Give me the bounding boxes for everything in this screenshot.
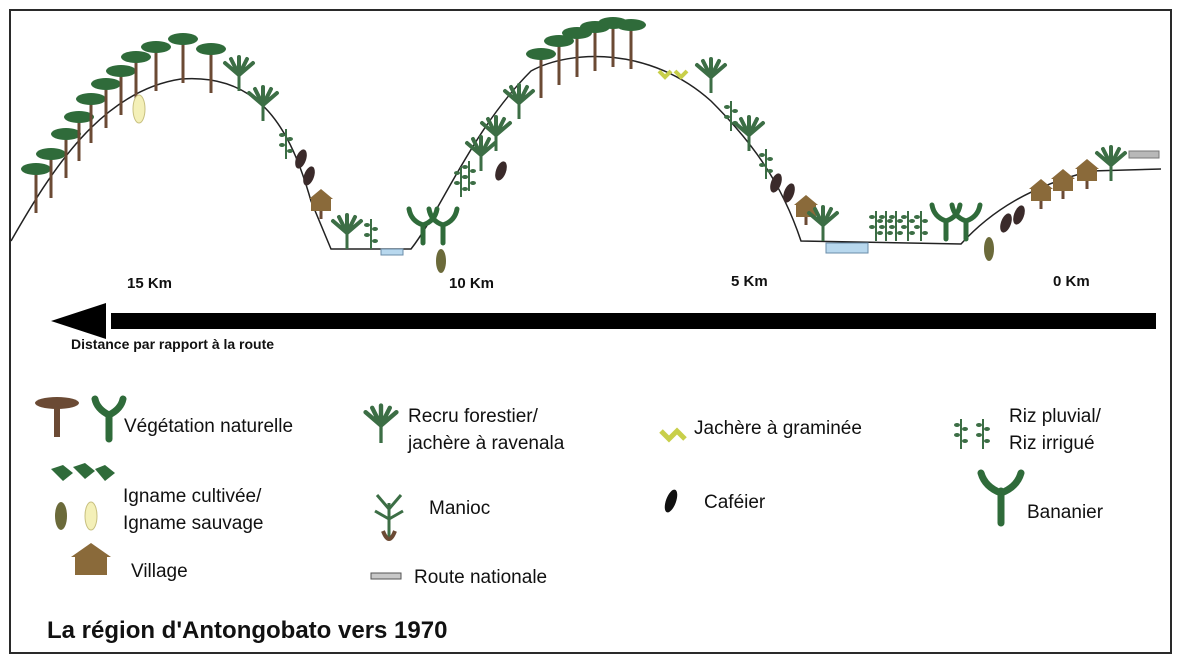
slope-2-crops bbox=[454, 85, 533, 197]
distance-15km: 15 Km bbox=[127, 275, 172, 292]
legend-bananier: Bananier bbox=[1027, 499, 1103, 526]
road-icon bbox=[371, 573, 401, 579]
distance-arrow bbox=[51, 303, 1156, 339]
legend-recru-2: jachère à ravenala bbox=[408, 430, 564, 457]
axis-label: Distance par rapport à la route bbox=[71, 336, 274, 352]
legend-igname-2: Igname sauvage bbox=[123, 510, 264, 537]
coffee-icon bbox=[662, 488, 680, 514]
legend-cafeier: Caféier bbox=[704, 489, 765, 516]
rice-irrigated-icon bbox=[976, 419, 990, 449]
legend-riz-2: Riz irrigué bbox=[1009, 430, 1095, 457]
banana-icon bbox=[981, 473, 1021, 523]
legend-village: Village bbox=[131, 558, 188, 585]
cassava-icon bbox=[375, 495, 403, 539]
paddy-fields bbox=[869, 205, 980, 241]
legend-jachere: Jachère à graminée bbox=[694, 415, 862, 442]
distance-5km: 5 Km bbox=[731, 273, 768, 290]
legend-vegetation: Végétation naturelle bbox=[124, 413, 293, 440]
ravenala-icon bbox=[366, 406, 397, 443]
slope-1-crops bbox=[225, 57, 457, 273]
natural-vegetation-icon bbox=[35, 397, 123, 439]
legend-route: Route nationale bbox=[414, 564, 547, 591]
distance-10km: 10 Km bbox=[449, 275, 494, 292]
legend-riz-1: Riz pluvial/ bbox=[1009, 403, 1101, 430]
legend-igname-1: Igname cultivée/ bbox=[123, 483, 261, 510]
legend-recru-1: Recru forestier/ bbox=[408, 403, 538, 430]
rice-rainfed-icon bbox=[954, 419, 968, 449]
grass-icon bbox=[661, 431, 685, 439]
diagram-frame: 15 Km 10 Km 5 Km 0 Km Distance par rappo… bbox=[9, 9, 1172, 654]
forest-hill-2 bbox=[526, 17, 646, 98]
distance-0km: 0 Km bbox=[1053, 273, 1090, 290]
yam-icon bbox=[51, 463, 115, 530]
diagram-caption: La région d'Antongobato vers 1970 bbox=[47, 617, 447, 645]
wild-yam bbox=[133, 95, 145, 123]
legend-manioc: Manioc bbox=[429, 495, 490, 522]
forest-hill-1 bbox=[21, 33, 226, 213]
terrain-line bbox=[11, 57, 1161, 249]
village-icon bbox=[71, 543, 111, 575]
slope-3-crops bbox=[697, 59, 868, 253]
